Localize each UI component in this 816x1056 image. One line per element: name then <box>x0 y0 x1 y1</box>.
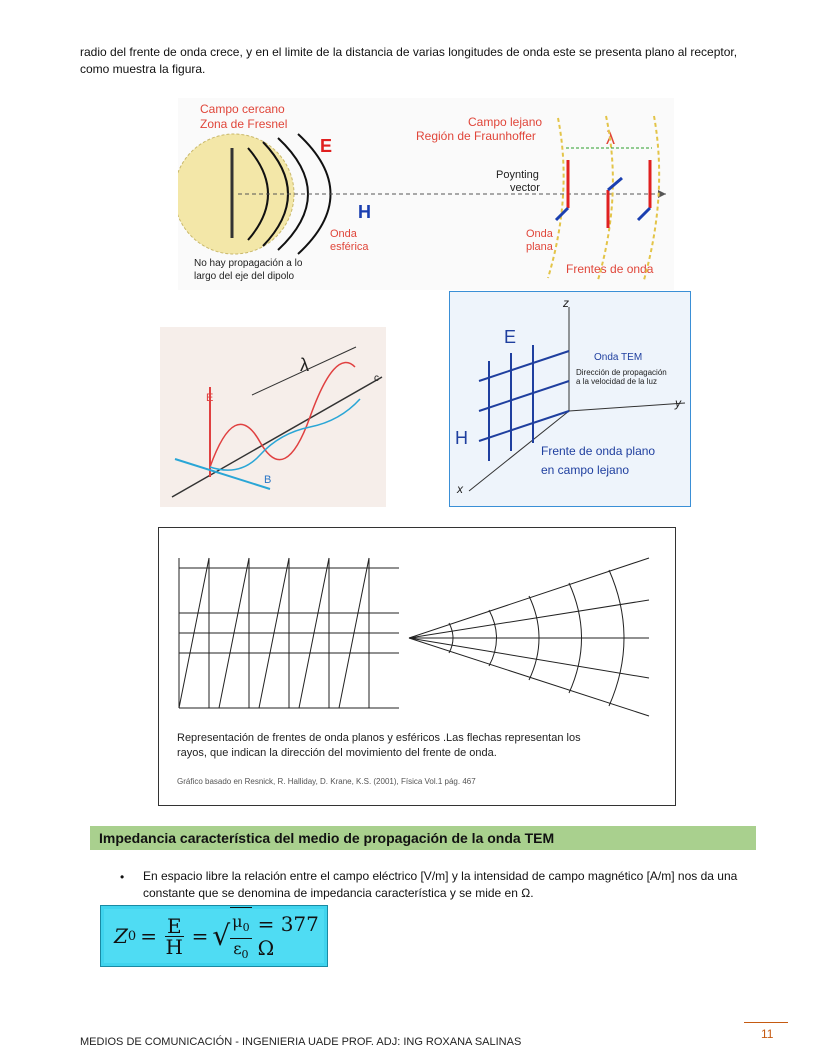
spherical-2: esférica <box>330 241 369 253</box>
figure-tem-wave: z y x E H Onda TEM Dirección de propagac… <box>449 291 691 507</box>
note-2: largo del eje del dipolo <box>194 271 295 282</box>
formula-z-sub: 0 <box>127 928 137 944</box>
poynting-1: Poynting <box>496 169 539 181</box>
label-h: H <box>358 202 371 222</box>
wavefronts-caption-1: Representación de frentes de onda planos… <box>177 732 581 744</box>
axis-x: x <box>456 482 464 496</box>
page-number: 11 <box>761 1027 774 1041</box>
intro-paragraph: radio del frente de onda crece, y en el … <box>80 45 738 76</box>
fronts-label: Frentes de onda <box>566 262 654 276</box>
axis-y: y <box>674 396 682 410</box>
wave-c: c <box>374 373 379 384</box>
tem-dir-1: Dirección de propagación <box>576 368 667 377</box>
bullet-marker: • <box>120 870 125 884</box>
plane-1: Onda <box>526 228 554 240</box>
tem-front-1: Frente de onda plano <box>541 444 655 458</box>
spherical-1: Onda <box>330 228 358 240</box>
formula-den: H <box>165 934 183 959</box>
sqrt-sign: √ <box>212 919 231 952</box>
tem-e: E <box>504 327 516 347</box>
note-1: No hay propagación a lo <box>194 258 303 269</box>
wavefronts-drawing <box>178 557 650 717</box>
formula-mu: μ0 <box>230 912 252 939</box>
wave-e: E <box>206 392 213 404</box>
formula-sqrt: √ μ0 ε0 <box>212 906 252 965</box>
wavefronts-caption-2: rayos, que indican la dirección del movi… <box>177 747 497 759</box>
impedance-formula: Z 0 = E H = √ μ0 ε0 = 377 Ω <box>100 905 328 967</box>
axis-z: z <box>562 296 569 310</box>
page-number-rule <box>744 1022 788 1023</box>
tem-h: H <box>455 428 468 448</box>
figure-wavefronts: Representación de frentes de onda planos… <box>158 527 676 806</box>
near-field-title: Campo cercano <box>200 102 285 116</box>
figure-near-far-field: Campo cercano Zona de Fresnel E H Onda e… <box>178 98 674 290</box>
tem-label: Onda TEM <box>594 352 642 363</box>
wavefronts-credit: Gráfico basado en Resnick, R. Halliday, … <box>177 777 476 786</box>
section-title: Impedancia característica del medio de p… <box>99 830 555 846</box>
figure-em-wave: λ E B c <box>160 327 386 507</box>
far-field-title: Campo lejano <box>468 115 542 129</box>
sqrt-body: μ0 ε0 <box>230 906 252 965</box>
tem-front-2: en campo lejano <box>541 463 629 477</box>
formula-eq-2: = <box>191 924 209 948</box>
wave-lambda: λ <box>300 355 309 375</box>
formula-result: = 377 Ω <box>257 912 319 960</box>
tem-dir-2: a la velocidad de la luz <box>576 377 657 386</box>
formula-num: E <box>164 913 184 938</box>
sqrt-fraction: μ0 ε0 <box>230 912 252 965</box>
section-bar <box>90 826 756 850</box>
plane-2: plana <box>526 241 554 253</box>
formula-z: Z <box>114 924 128 948</box>
formula-fraction: E H <box>164 913 184 959</box>
wave-b: B <box>264 474 271 486</box>
poynting-2: vector <box>510 182 540 194</box>
formula-eq: = <box>140 924 157 948</box>
near-field-subtitle: Zona de Fresnel <box>200 117 287 131</box>
label-e: E <box>320 136 332 156</box>
bullet-text: En espacio libre la relación entre el ca… <box>143 869 738 900</box>
formula-eps: ε0 <box>233 939 249 962</box>
footer-text: MEDIOS DE COMUNICACIÓN - INGENIERIA UADE… <box>80 1036 522 1048</box>
far-field-subtitle: Región de Fraunhoffer <box>416 129 536 143</box>
